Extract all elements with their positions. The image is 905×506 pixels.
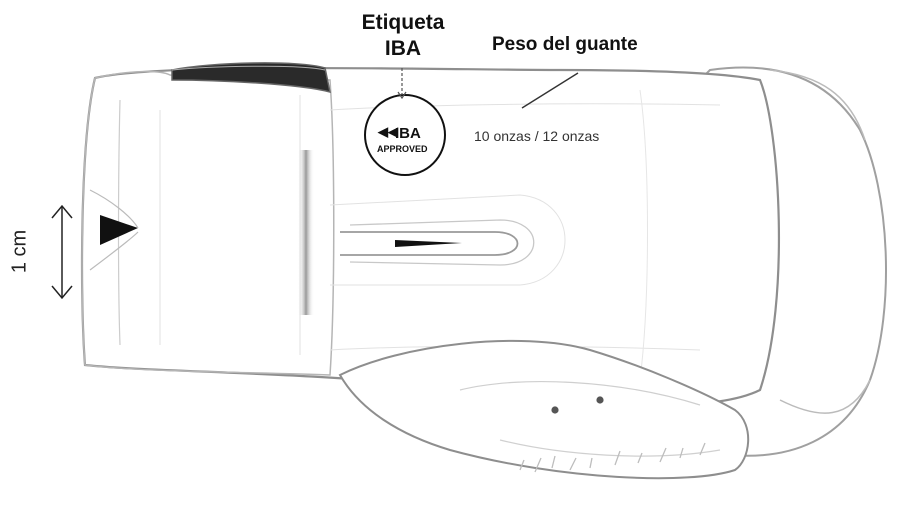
iba-badge: ◀◀ IBA APPROVED: [364, 94, 446, 176]
glove-weight-value: 10 onzas / 12 onzas: [468, 126, 606, 146]
svg-text:◀◀: ◀◀: [377, 124, 399, 139]
iba-badge-text: APPROVED: [377, 144, 428, 154]
thumb-vent-hole-1: [551, 406, 559, 414]
thumb-wrinkles: [519, 442, 706, 473]
measure-arrow: [51, 204, 73, 300]
velcro-strap: [171, 62, 331, 94]
iba-tag-line2: IBA: [384, 37, 422, 60]
thumb-vent-hole-2: [596, 396, 604, 404]
cuff-shade: [298, 150, 314, 315]
thumb: [338, 339, 750, 480]
weight-leader-line: [521, 72, 579, 109]
palm-slot: [340, 231, 519, 256]
iba-badge-brand: IBA: [395, 125, 421, 142]
measure-label: 1 cm: [8, 229, 31, 274]
glove-weight-title: Peso del guante: [492, 34, 638, 55]
iba-tag-line1: Etiqueta: [361, 11, 445, 34]
cuff-opening: [100, 215, 138, 245]
slot-black: [395, 240, 462, 247]
iba-tag-label: Etiqueta IBA: [348, 10, 458, 62]
